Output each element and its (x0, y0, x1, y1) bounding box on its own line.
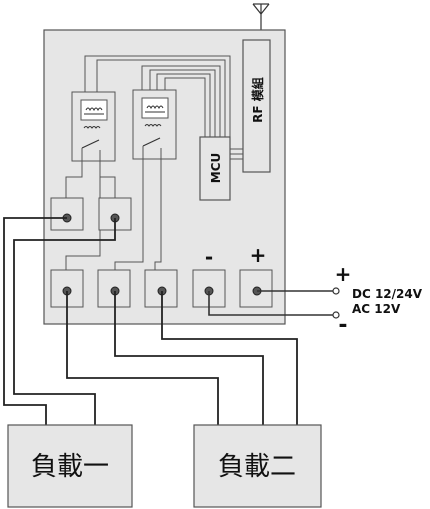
rf-module (242, 39, 271, 173)
load-1-label: 負載一 (31, 452, 109, 482)
mcu-control-lines (84, 55, 231, 137)
relay-1 (71, 91, 116, 162)
dc-voltage-label: DC 12/24V (352, 287, 423, 301)
power-minus-symbol: - (338, 313, 347, 338)
power-plus-lead (332, 287, 340, 295)
terminal-minus-symbol: - (205, 245, 213, 269)
power-minus-lead (332, 311, 340, 319)
load-2-box (193, 424, 322, 508)
terminal-row-upper (50, 197, 132, 231)
rf-module-label: RF 模組 (250, 77, 265, 123)
mcu-label: MCU (209, 153, 223, 184)
power-plus-symbol: + (335, 262, 352, 286)
load-1-box (7, 424, 133, 508)
load-2-label: 負載二 (218, 452, 296, 482)
load-wires (3, 217, 298, 425)
mcu-rf-bus (230, 148, 243, 160)
ac-voltage-label: AC 12V (352, 302, 401, 316)
terminal-plus-symbol: + (250, 243, 267, 267)
relay-2 (132, 89, 177, 160)
power-supply-wires (208, 290, 333, 316)
